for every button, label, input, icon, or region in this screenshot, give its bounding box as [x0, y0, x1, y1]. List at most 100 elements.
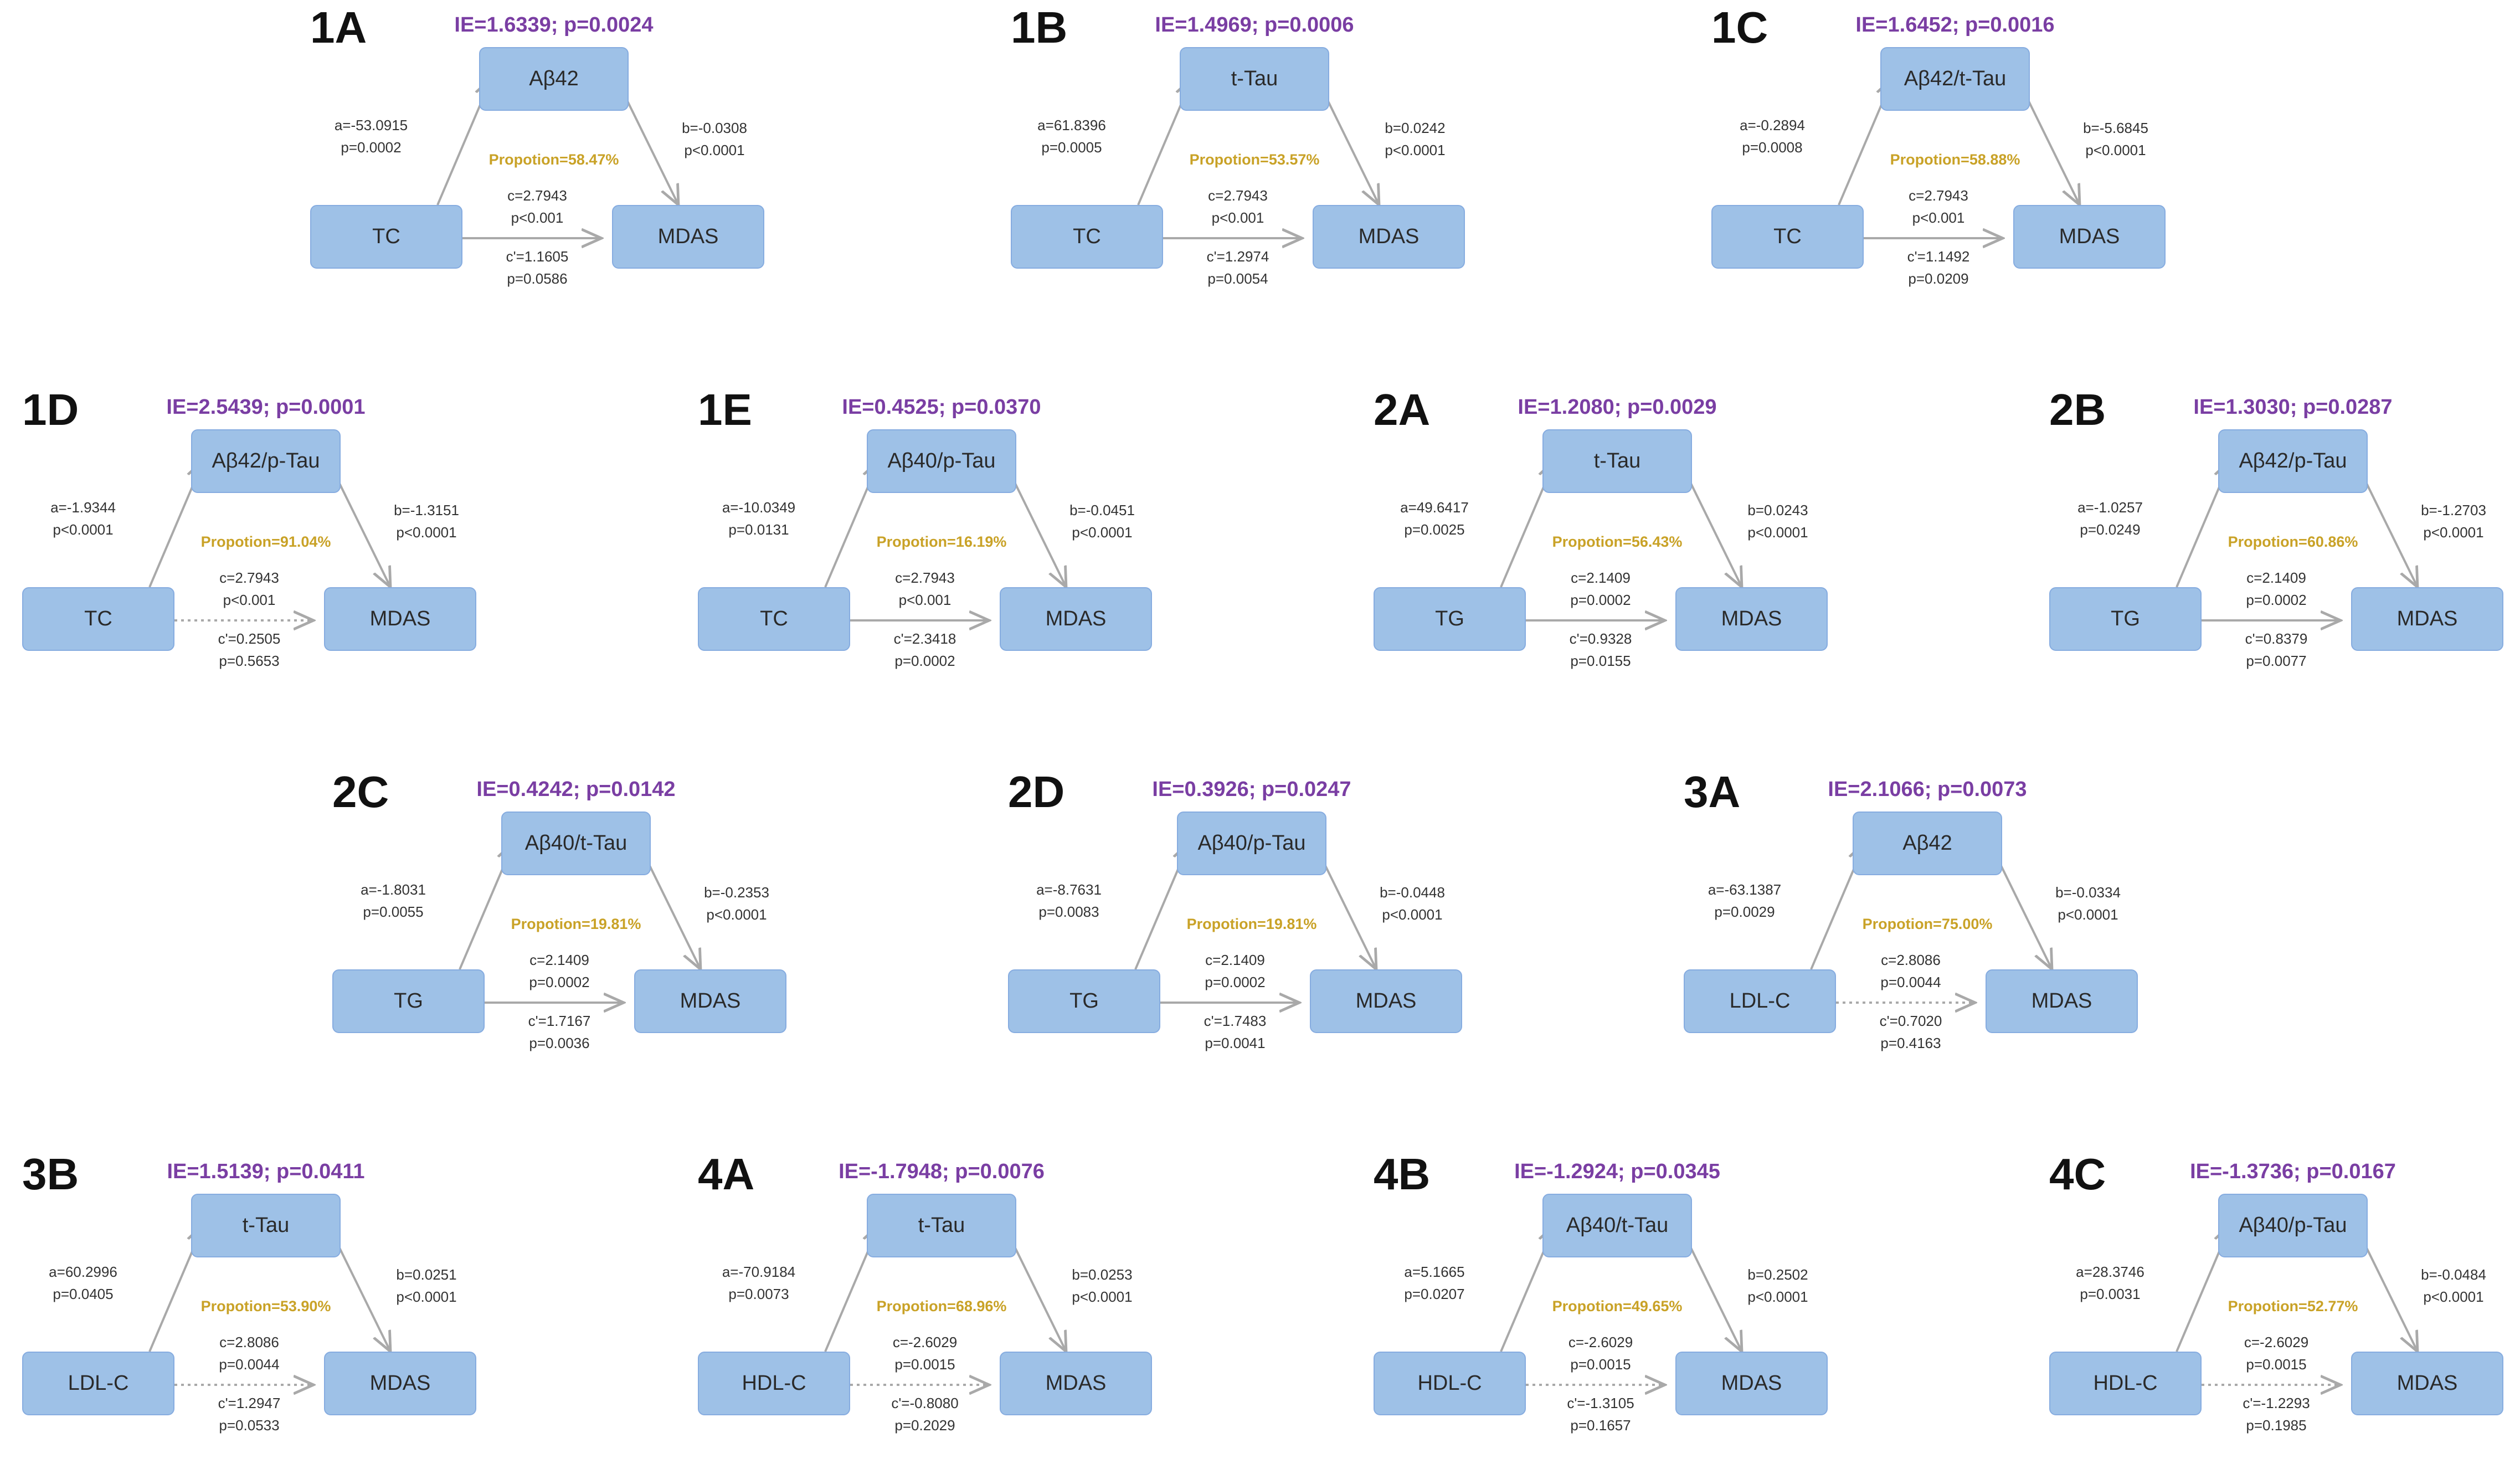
- proportion-mediated: Propotion=52.77%: [2228, 1298, 2358, 1314]
- path-b-pvalue: p<0.0001: [2058, 906, 2118, 923]
- indirect-effect-label: IE=1.6452; p=0.0016: [1855, 13, 2055, 37]
- path-a-coefficient: a=-63.1387: [1708, 881, 1782, 898]
- path-b-pvalue: p<0.0001: [396, 1288, 457, 1305]
- direct-effect-pvalue: p=0.4163: [1880, 1035, 1941, 1051]
- mediator-box: Aβ40/p-Tau: [2218, 1194, 2368, 1257]
- proportion-mediated: Propotion=75.00%: [1862, 916, 1993, 932]
- total-effect-c: c=2.1409: [2246, 569, 2306, 586]
- panel-label: 2B: [2049, 385, 2106, 434]
- proportion-mediated: Propotion=19.81%: [511, 916, 641, 932]
- outcome-box: MDAS: [1000, 1352, 1152, 1415]
- path-a-pvalue: p=0.0025: [1404, 521, 1465, 538]
- total-effect-pvalue: p<0.001: [223, 592, 276, 608]
- direct-effect-pvalue: p=0.0209: [1908, 270, 1969, 287]
- proportion-mediated: Propotion=53.90%: [200, 1298, 331, 1314]
- path-a-coefficient: a=61.8396: [1037, 117, 1106, 133]
- panel-label: 4C: [2049, 1149, 2106, 1199]
- panel-label: 1D: [22, 385, 79, 434]
- path-a-pvalue: p=0.0405: [53, 1286, 114, 1302]
- path-a-coefficient: a=-0.2894: [1740, 117, 1805, 133]
- total-effect-c: c=2.7943: [219, 569, 279, 586]
- direct-effect-c-prime: c'=1.2947: [218, 1395, 281, 1411]
- exposure-box: HDL-C: [1374, 1352, 1526, 1415]
- direct-effect-c-prime: c'=0.7020: [1879, 1013, 1942, 1029]
- path-b-coefficient: b=-1.3151: [394, 502, 459, 518]
- exposure-box: TG: [1008, 969, 1160, 1033]
- mediator-box: t-Tau: [191, 1194, 341, 1257]
- exposure-box: TC: [310, 205, 462, 269]
- path-a-coefficient: a=-53.0915: [334, 117, 408, 133]
- path-a-coefficient: a=-1.8031: [361, 881, 426, 898]
- total-effect-c: c=2.1409: [1571, 569, 1631, 586]
- proportion-mediated: Propotion=56.43%: [1552, 533, 1683, 550]
- proportion-mediated: Propotion=60.86%: [2228, 533, 2358, 550]
- total-effect-c: c=2.7943: [1909, 187, 1968, 204]
- total-effect-pvalue: p=0.0044: [1880, 974, 1941, 990]
- path-a-pvalue: p=0.0131: [728, 521, 789, 538]
- proportion-mediated: Propotion=49.65%: [1552, 1298, 1683, 1314]
- panel-label: 3B: [22, 1149, 79, 1199]
- indirect-effect-label: IE=0.3926; p=0.0247: [1152, 778, 1351, 801]
- outcome-box: MDAS: [2351, 587, 2503, 651]
- outcome-box: MDAS: [1675, 1352, 1828, 1415]
- path-b-pvalue: p<0.0001: [2423, 524, 2484, 541]
- panel-label: 4A: [698, 1149, 755, 1199]
- indirect-effect-label: IE=0.4242; p=0.0142: [476, 778, 676, 801]
- outcome-box: MDAS: [324, 1352, 476, 1415]
- proportion-mediated: Propotion=58.47%: [488, 151, 619, 168]
- path-a-pvalue: p=0.0029: [1714, 903, 1775, 920]
- total-effect-pvalue: p=0.0015: [2246, 1356, 2307, 1373]
- proportion-mediated: Propotion=19.81%: [1186, 916, 1317, 932]
- mediator-box: Aβ40/t-Tau: [501, 812, 651, 875]
- direct-effect-c-prime: c'=1.2974: [1206, 248, 1269, 265]
- mediator-box: Aβ42/p-Tau: [2218, 429, 2368, 493]
- panel-label: 1B: [1011, 3, 1068, 52]
- total-effect-pvalue: p=0.0015: [1570, 1356, 1631, 1373]
- exposure-box: TG: [332, 969, 485, 1033]
- proportion-mediated: Propotion=68.96%: [876, 1298, 1007, 1314]
- path-b-coefficient: b=0.0242: [1385, 120, 1446, 136]
- panel-label: 2D: [1008, 767, 1065, 816]
- total-effect-c: c=-2.6029: [1568, 1334, 1633, 1350]
- total-effect-pvalue: p=0.0002: [529, 974, 590, 990]
- direct-effect-pvalue: p=0.1985: [2246, 1417, 2307, 1434]
- panel-label: 2A: [1374, 385, 1431, 434]
- direct-effect-pvalue: p=0.0041: [1205, 1035, 1266, 1051]
- path-a-coefficient: a=-1.0257: [2077, 499, 2143, 516]
- direct-effect-pvalue: p=0.0002: [894, 653, 955, 669]
- mediator-box: Aβ42/t-Tau: [1880, 47, 2030, 111]
- panel-label: 1A: [310, 3, 367, 52]
- path-b-pvalue: p<0.0001: [1747, 524, 1808, 541]
- indirect-effect-label: IE=1.3030; p=0.0287: [2193, 396, 2393, 419]
- path-a-pvalue: p=0.0008: [1742, 139, 1803, 156]
- panel-label: 1E: [698, 385, 752, 434]
- path-a-pvalue: p=0.0249: [2080, 521, 2141, 538]
- total-effect-c: c=2.8086: [219, 1334, 279, 1350]
- total-effect-c: c=2.1409: [529, 952, 589, 968]
- mediator-box: t-Tau: [1180, 47, 1329, 111]
- direct-effect-c-prime: c'=-0.8080: [891, 1395, 959, 1411]
- total-effect-c: c=2.1409: [1205, 952, 1265, 968]
- proportion-mediated: Propotion=58.88%: [1890, 151, 2020, 168]
- outcome-box: MDAS: [2351, 1352, 2503, 1415]
- path-b-coefficient: b=0.2502: [1747, 1266, 1808, 1283]
- total-effect-pvalue: p=0.0015: [894, 1356, 955, 1373]
- path-b-coefficient: b=-0.0334: [2055, 884, 2121, 901]
- proportion-mediated: Propotion=91.04%: [200, 533, 331, 550]
- total-effect-pvalue: p<0.001: [511, 209, 564, 226]
- path-a-coefficient: a=60.2996: [49, 1264, 117, 1280]
- total-effect-pvalue: p<0.001: [1912, 209, 1965, 226]
- outcome-box: MDAS: [1986, 969, 2138, 1033]
- mediator-box: t-Tau: [1542, 429, 1692, 493]
- path-b-coefficient: b=-5.6845: [2083, 120, 2148, 136]
- exposure-box: TG: [2049, 587, 2202, 651]
- direct-effect-pvalue: p=0.0586: [507, 270, 568, 287]
- indirect-effect-label: IE=1.4969; p=0.0006: [1155, 13, 1354, 37]
- exposure-box: LDL-C: [1684, 969, 1836, 1033]
- proportion-mediated: Propotion=16.19%: [876, 533, 1007, 550]
